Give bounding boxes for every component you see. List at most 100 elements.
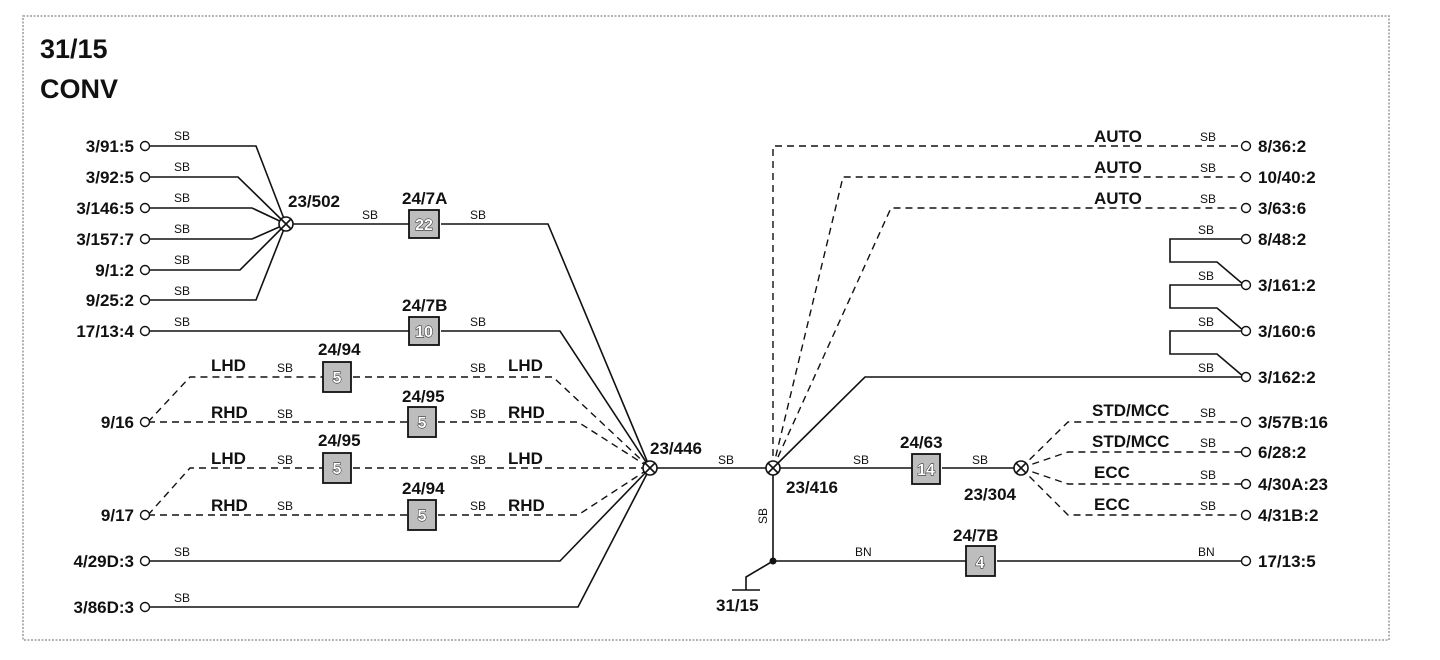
splice-cross: [1015, 462, 1027, 474]
variant-label: RHD: [508, 403, 545, 422]
wire-optional: [438, 467, 651, 516]
splice-cross: [280, 218, 292, 230]
wire: [148, 145, 287, 225]
connector-label: 3/91:5: [86, 137, 134, 156]
fuse-value: 22: [415, 217, 433, 234]
wire-color: SB: [1198, 315, 1214, 329]
splice-23-446: 23/446: [642, 439, 702, 476]
terminal: [139, 202, 151, 214]
variant-label: STD/MCC: [1092, 432, 1169, 451]
wire: [148, 467, 651, 562]
wire-color: SB: [1198, 361, 1214, 375]
wire: [148, 176, 287, 225]
terminal: [139, 233, 151, 245]
wire-color: SB: [470, 407, 486, 421]
terminal: [139, 294, 151, 306]
variant-label: ECC: [1094, 495, 1130, 514]
fuse-10: 24/7B 10: [402, 296, 447, 346]
wire-color: SB: [1198, 223, 1214, 237]
splice-23-304: 23/304: [964, 460, 1029, 504]
ground-wire: [745, 560, 774, 590]
wire-optional: [772, 176, 1244, 469]
splice-label: 23/304: [964, 485, 1017, 504]
connector-label: 3/86D:3: [74, 598, 134, 617]
variant-label: AUTO: [1094, 158, 1142, 177]
variant-labels: LHD LHD RHD RHD LHD LHD RHD RHD AUTO AUT…: [211, 127, 1169, 515]
wire-color: SB: [470, 315, 486, 329]
connector-label: 4/29D:3: [74, 552, 134, 571]
fuse-ref: 24/95: [318, 431, 361, 450]
terminal: [1240, 202, 1252, 214]
wire: [441, 223, 651, 469]
connector-label: 3/160:6: [1258, 322, 1316, 341]
wire-color: SB: [277, 407, 293, 421]
wire-color: SB: [174, 129, 190, 143]
fuse-value: 14: [917, 462, 935, 479]
splice-23-502: 23/502: [278, 192, 340, 232]
wire-color: SB: [470, 361, 486, 375]
wire-optional: [353, 376, 651, 469]
variant-label: LHD: [211, 356, 246, 375]
wire-optional: [1020, 451, 1244, 469]
wire-optional: [1020, 421, 1244, 469]
terminal: [1240, 555, 1252, 567]
diagram-frame: [22, 15, 1390, 641]
fuse-ref: 24/63: [900, 433, 943, 452]
wire-optional: [147, 376, 323, 423]
connector-label: 4/30A:23: [1258, 475, 1328, 494]
wire-color: SB: [174, 222, 190, 236]
wire-color: SB: [362, 208, 378, 222]
wire-color: SB: [756, 508, 770, 524]
connector-label: 8/48:2: [1258, 230, 1306, 249]
fuse-icon: [965, 545, 996, 577]
splice-cross: [767, 462, 779, 474]
wire-color: SB: [174, 315, 190, 329]
fuse-icon: [322, 452, 352, 484]
diagram-title: 31/15: [40, 34, 108, 64]
junction-dot: [769, 557, 777, 565]
wire: [148, 223, 287, 271]
terminal: [139, 509, 151, 521]
splice-cross: [644, 462, 656, 474]
wire-color: SB: [277, 453, 293, 467]
fuse-icon: [407, 499, 437, 531]
wire-color: SB: [174, 191, 190, 205]
wire: [1169, 284, 1245, 332]
connector-label: 3/157:7: [76, 230, 134, 249]
fuse-ref: 24/7B: [953, 526, 998, 545]
connector-label: 9/1:2: [95, 261, 134, 280]
diagram-subtitle: CONV: [40, 74, 118, 104]
connector-label: 9/25:2: [86, 291, 134, 310]
wire-color: SB: [853, 453, 869, 467]
terminal: [1240, 371, 1252, 383]
variant-label: LHD: [211, 449, 246, 468]
variant-label: RHD: [211, 496, 248, 515]
wire-color: SB: [1200, 130, 1216, 144]
connector-label: 17/13:5: [1258, 552, 1316, 571]
terminal: [139, 264, 151, 276]
wire-color: BN: [855, 545, 872, 559]
wire-color: SB: [972, 453, 988, 467]
fuse-ref: 24/7B: [402, 296, 447, 315]
terminal: [139, 555, 151, 567]
wire-color: SB: [1200, 406, 1216, 420]
variant-label: RHD: [508, 496, 545, 515]
connector-label: 3/57B:16: [1258, 413, 1328, 432]
fuse-value: 5: [333, 461, 342, 478]
wire-color: SB: [1198, 269, 1214, 283]
wire-color: SB: [1200, 192, 1216, 206]
connector-label: 3/92:5: [86, 168, 134, 187]
dashed-wires: [147, 145, 1244, 516]
connector-label: 17/13:4: [76, 322, 134, 341]
variant-label: LHD: [508, 356, 543, 375]
connector-label: 6/28:2: [1258, 443, 1306, 462]
terminal: [1240, 171, 1252, 183]
connector-label: 8/36:2: [1258, 137, 1306, 156]
variant-label: AUTO: [1094, 189, 1142, 208]
fuse-value: 5: [333, 370, 342, 387]
wire-color: SB: [718, 453, 734, 467]
fuse-icon: [911, 453, 941, 485]
fuse-value: 5: [418, 415, 427, 432]
fuse-icon: [408, 209, 440, 239]
wire-color: SB: [277, 499, 293, 513]
